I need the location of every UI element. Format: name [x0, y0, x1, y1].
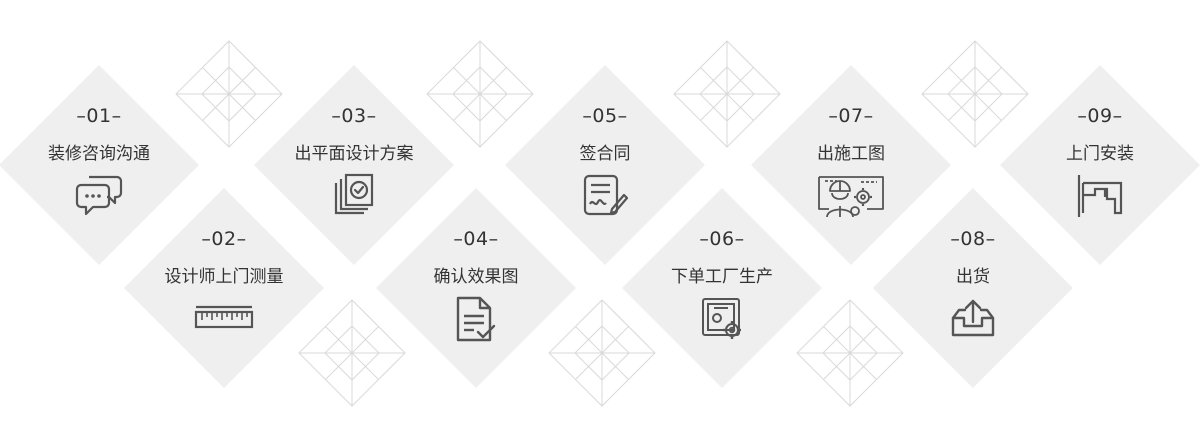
step-number: –02–: [201, 228, 247, 250]
step-label: 签合同: [579, 144, 631, 164]
shipping-box-icon: [951, 299, 995, 337]
step-diamond-bg: [376, 188, 576, 388]
step-diamond-bg: [751, 65, 951, 265]
step-diamond-bg: [505, 65, 705, 265]
step-label: 上门安装: [1066, 144, 1134, 164]
process-step-03: –03– 出平面设计方案: [254, 65, 454, 265]
step-label: 下单工厂生产: [671, 267, 773, 287]
step-number: –08–: [950, 228, 996, 250]
step-number: –05–: [582, 105, 628, 127]
process-step-06: –06– 下单工厂生产: [622, 188, 822, 388]
step-number: –04–: [453, 228, 499, 250]
signed-contract-icon: [583, 174, 628, 216]
step-diamond-bg: [873, 188, 1073, 388]
step-label: 设计师上门测量: [164, 267, 284, 287]
decorative-diamond: [298, 299, 406, 407]
process-step-01: –01– 装修咨询沟通: [0, 65, 199, 265]
process-step-04: –04– 确认效果图: [376, 188, 576, 388]
step-label: 出施工图: [817, 144, 885, 164]
decorative-diamond: [921, 40, 1029, 148]
step-number: –01–: [76, 105, 122, 127]
process-step-07: –07– 出施工图: [751, 65, 951, 265]
factory-machine-icon: [702, 298, 741, 339]
process-step-02: –02– 设计师上门测量: [124, 188, 324, 388]
step-diamond-bg: [254, 65, 454, 265]
engineer-blueprint-icon: [818, 176, 884, 218]
step-number: –06–: [699, 228, 745, 250]
step-diamond-bg: [0, 65, 199, 265]
decorative-diamond: [548, 299, 656, 407]
ruler-icon: [194, 305, 254, 329]
step-diamond-bg: [124, 188, 324, 388]
step-label: 出货: [956, 267, 990, 287]
document-check-icon: [456, 296, 496, 342]
decorative-diamond: [426, 40, 534, 148]
step-number: –07–: [828, 105, 874, 127]
step-label: 确认效果图: [433, 267, 519, 287]
process-step-05: –05– 签合同: [505, 65, 705, 265]
wall-corner-install-icon: [1077, 175, 1123, 217]
decorative-diamond: [673, 40, 781, 148]
step-number: –03–: [331, 105, 377, 127]
step-label: 装修咨询沟通: [48, 144, 150, 164]
step-diamond-bg: [622, 188, 822, 388]
process-step-08: –08– 出货: [873, 188, 1073, 388]
chat-bubbles-icon: [75, 175, 123, 216]
approved-documents-icon: [334, 173, 374, 215]
step-number: –09–: [1077, 105, 1123, 127]
decorative-diamond: [175, 40, 283, 148]
process-step-09: –09– 上门安装: [1000, 65, 1200, 265]
decorative-diamond: [796, 299, 904, 407]
step-diamond-bg: [1000, 65, 1200, 265]
step-label: 出平面设计方案: [294, 144, 414, 164]
